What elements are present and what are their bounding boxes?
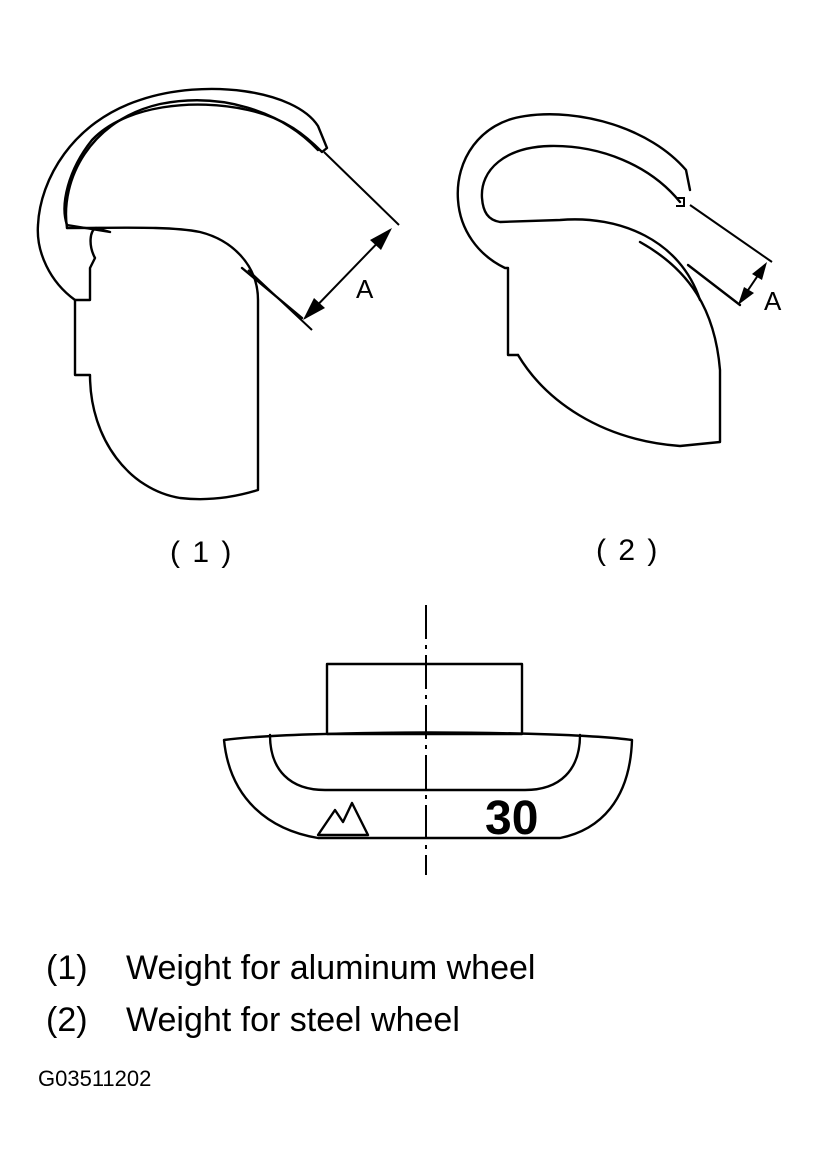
steel-dimension-label: A bbox=[764, 286, 782, 316]
aluminum-dimension-arrowhead-top bbox=[370, 228, 392, 250]
aluminum-wheel-weight-profile: A bbox=[36, 87, 400, 501]
steel-weight-wedge bbox=[686, 263, 742, 307]
steel-weight-body bbox=[516, 240, 722, 448]
aluminum-weight-hook-inner bbox=[64, 99, 320, 230]
legend-number: (1) bbox=[46, 949, 88, 987]
aluminum-weight-body bbox=[65, 226, 260, 501]
steel-weight-clip bbox=[456, 113, 692, 357]
steel-dimension-arrowhead-top bbox=[752, 262, 767, 280]
caption-steel: ( 2 ) bbox=[596, 534, 659, 567]
steel-dimension-extension-upper bbox=[689, 204, 773, 263]
aluminum-weight-clip bbox=[36, 87, 329, 302]
front-view-body-inner bbox=[268, 733, 582, 792]
legend: (1) Weight for aluminum wheel (2) Weight… bbox=[46, 942, 535, 1046]
front-view-clip bbox=[325, 662, 524, 736]
aluminum-dimension-extension-lower bbox=[247, 269, 313, 331]
weight-front-view: 30 bbox=[222, 605, 634, 875]
figure-code: G03511202 bbox=[38, 1066, 152, 1091]
mountain-mark-icon bbox=[316, 801, 370, 837]
steel-dimension-arrowhead-bottom bbox=[738, 287, 754, 305]
legend-item: (1) Weight for aluminum wheel bbox=[46, 942, 535, 994]
front-view-body-outer bbox=[222, 731, 634, 840]
legend-number: (2) bbox=[46, 1001, 88, 1039]
aluminum-dimension-extension-upper bbox=[323, 151, 400, 226]
legend-text: Weight for aluminum wheel bbox=[126, 949, 536, 987]
aluminum-dimension-arrowhead-bottom bbox=[303, 298, 325, 320]
caption-aluminum: ( 1 ) bbox=[170, 536, 233, 569]
steel-weight-hook-inner bbox=[480, 144, 702, 302]
legend-text: Weight for steel wheel bbox=[126, 1001, 460, 1039]
steel-wheel-weight-profile: A bbox=[456, 113, 782, 448]
legend-item: (2) Weight for steel wheel bbox=[46, 994, 535, 1046]
steel-weight-clip-tip bbox=[676, 197, 685, 207]
weight-stamp-number: 30 bbox=[485, 792, 538, 845]
aluminum-dimension-label: A bbox=[356, 274, 374, 304]
